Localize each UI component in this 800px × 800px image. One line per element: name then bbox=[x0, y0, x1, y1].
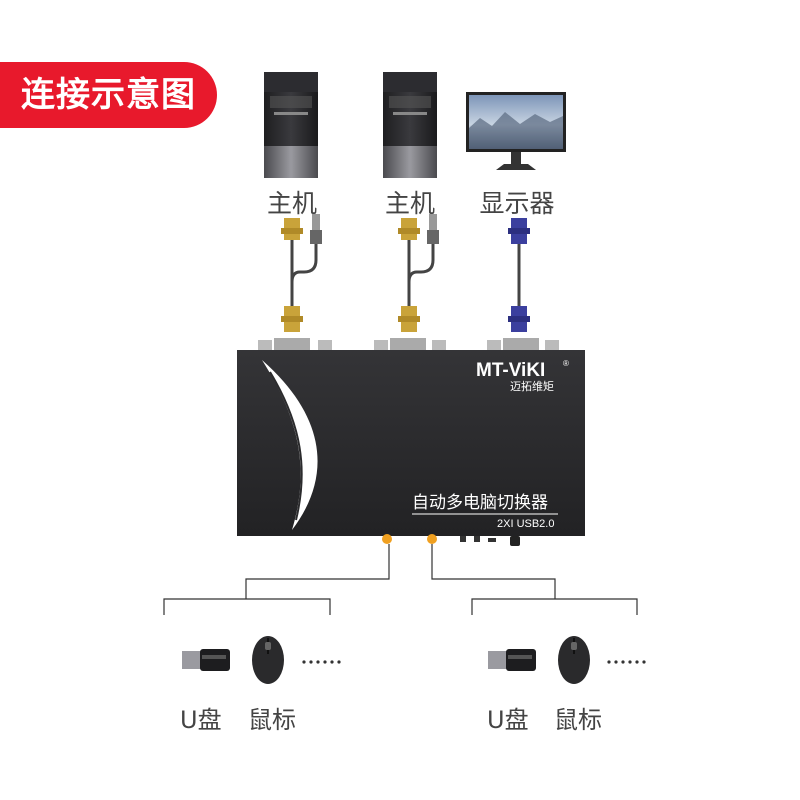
host-tower-1-icon bbox=[264, 72, 318, 178]
switch-top-ports bbox=[258, 338, 559, 352]
peripheral-connection-lines bbox=[163, 544, 638, 615]
switch-bottom-ports bbox=[382, 534, 520, 546]
vga-cable-monitor bbox=[508, 218, 530, 332]
mouse-right-icon bbox=[558, 636, 590, 684]
switch-brand-cn: 迈拓维矩 bbox=[510, 379, 554, 393]
vga-usb-cable-1 bbox=[281, 214, 322, 332]
usb-right-label: U盘 bbox=[487, 706, 529, 734]
host-2-label: 主机 bbox=[384, 189, 435, 218]
more-peripherals-left-dots bbox=[302, 660, 341, 664]
host-tower-2-icon bbox=[383, 72, 437, 178]
usb-port-left-indicator bbox=[382, 534, 392, 544]
usb-drive-right-icon bbox=[488, 649, 536, 671]
monitor-label: 显示器 bbox=[479, 189, 555, 218]
kvm-switch bbox=[237, 350, 585, 536]
switch-model: 2XI USB2.0 bbox=[497, 518, 554, 530]
usb-left-label: U盘 bbox=[180, 706, 222, 734]
switch-brand: MT-ViKI bbox=[476, 360, 545, 381]
host-1-label: 主机 bbox=[266, 189, 317, 218]
mouse-left-label: 鼠标 bbox=[248, 706, 296, 734]
vga-usb-cable-2 bbox=[398, 214, 439, 332]
switch-product-name: 自动多电脑切换器 bbox=[412, 493, 548, 513]
switch-brand-mark: ® bbox=[563, 359, 569, 368]
more-peripherals-right-dots bbox=[607, 660, 646, 664]
title-badge: 连接示意图 bbox=[0, 62, 217, 128]
usb-port-right-indicator bbox=[427, 534, 437, 544]
mouse-left-icon bbox=[252, 636, 284, 684]
usb-drive-left-icon bbox=[182, 649, 230, 671]
monitor-icon bbox=[466, 92, 566, 170]
mouse-right-label: 鼠标 bbox=[554, 706, 602, 734]
